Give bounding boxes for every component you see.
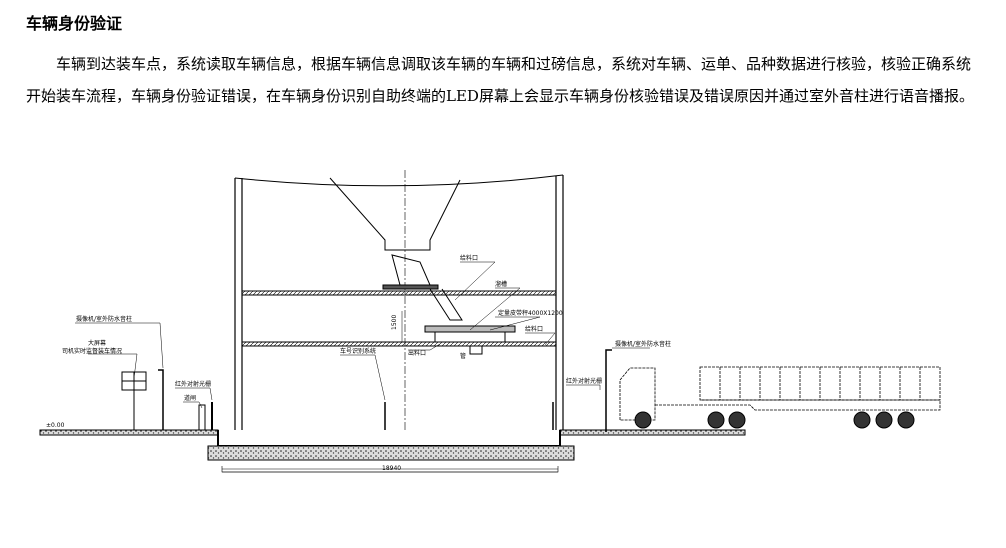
chute <box>429 288 463 321</box>
pipe <box>469 345 483 355</box>
ground-left <box>39 429 219 436</box>
wheel <box>634 411 652 429</box>
label-plate-recog: 车号识别系统 <box>340 347 376 355</box>
truck-chassis <box>655 399 941 411</box>
truck-wheels <box>634 411 915 429</box>
gate <box>198 404 206 431</box>
feeder-platform <box>382 284 439 290</box>
building-walls <box>234 175 564 430</box>
label-height: 1500 <box>391 315 398 330</box>
label-hopper-out: 出料口 <box>408 349 426 357</box>
wheel <box>853 411 871 429</box>
floor-lower <box>241 341 557 347</box>
wheel <box>897 411 915 429</box>
camera-pole-right <box>605 349 612 432</box>
label-width: 18940 <box>382 465 401 472</box>
infrared-inner <box>384 402 554 430</box>
label-screen: 大屏幕 <box>88 339 106 347</box>
led-screen-post <box>122 372 146 430</box>
wheel <box>707 411 725 429</box>
feeder <box>391 254 431 286</box>
leader-lines <box>75 261 650 409</box>
label-infrared-right: 红外对射光栅 <box>566 377 602 385</box>
camera-pole-left <box>158 369 164 430</box>
trailer-ribs <box>719 367 921 400</box>
truck-cab <box>619 367 656 421</box>
label-camera-left: 摄像机/室外防水音柱 <box>76 315 132 323</box>
label-infrared-left: 红外对射光栅 <box>175 380 211 388</box>
label-hopper-out2: 给料口 <box>525 325 543 333</box>
wheel <box>728 411 746 429</box>
label-pipe: 管 <box>460 352 466 360</box>
label-chute: 溜槽 <box>495 280 507 288</box>
label-camera-right: 摄像机/室外防水音柱 <box>615 340 671 348</box>
description-paragraph: 车辆到达装车点，系统读取车辆信息，根据车辆信息调取该车辆的车辆和过磅信息，系统对… <box>26 55 974 105</box>
belt-scale-legs <box>434 332 506 342</box>
label-belt: 定量皮带秤4000X1200 <box>498 309 563 317</box>
wheel <box>875 411 893 429</box>
pit <box>217 430 561 447</box>
silo-hopper <box>329 177 461 251</box>
label-screen-desc: 司机实时监督装车情况 <box>62 347 122 355</box>
foundation <box>207 445 575 461</box>
truck <box>619 366 941 421</box>
label-elevation: ±0.00 <box>46 422 65 429</box>
floor-upper <box>241 290 557 296</box>
roof-curve <box>234 174 564 187</box>
belt-scale <box>424 325 516 333</box>
label-feeder: 给料口 <box>460 254 478 262</box>
label-gate: 道闸 <box>184 394 196 402</box>
ground-right <box>559 429 746 436</box>
page-title: 车辆身份验证 <box>26 14 123 33</box>
